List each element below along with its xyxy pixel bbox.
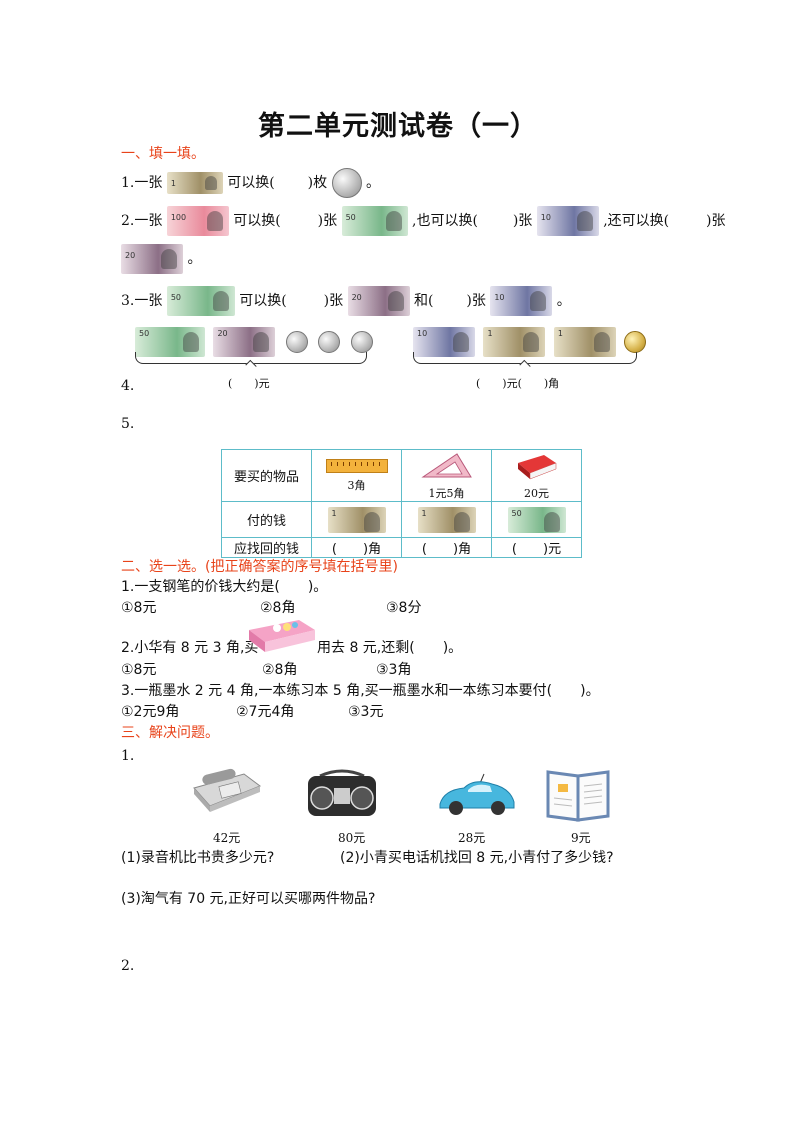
twenty-yuan-note-icon: 20 <box>347 286 410 316</box>
question-2-2-a: 2.小华有 8 元 3 角,买 <box>121 640 259 656</box>
ten-yuan-note-icon: 10 <box>490 286 553 316</box>
price-telephone: 42元 <box>213 831 241 845</box>
open-book-icon <box>544 766 612 828</box>
option-2-3-a[interactable]: ①2元9角 <box>121 704 180 720</box>
twenty-yuan-note-icon: 20 <box>121 244 183 274</box>
change-triangle[interactable]: ( )角 <box>401 537 492 558</box>
price-car: 28元 <box>458 831 486 845</box>
option-2-3-b[interactable]: ②7元4角 <box>236 704 295 720</box>
question-3-2-num: 2. <box>121 958 135 974</box>
question-1-2: 2.一张 100 可以换( )张 50 ,也可以换( )张 10 ,还可以换( … <box>121 206 726 236</box>
question-2-2-b: 用去 8 元,还剩( )。 <box>317 640 463 656</box>
option-2-2-b[interactable]: ②8角 <box>262 662 298 678</box>
subquestion-2: (2)小青买电话机找回 8 元,小青付了多少钱? <box>340 850 614 866</box>
subquestion-3: (3)淘气有 70 元,正好可以买哪两件物品? <box>121 891 376 907</box>
pencil-case-icon <box>247 616 317 656</box>
option-2-1-a[interactable]: ①8元 <box>121 600 157 616</box>
paid-book: 50 <box>491 501 582 538</box>
toy-car-icon <box>434 770 520 822</box>
one-yuan-note-icon: 1 <box>417 506 476 533</box>
row-header-change: 应找回的钱 <box>221 537 312 558</box>
coin-icon <box>318 331 341 353</box>
price-book: 9元 <box>571 831 591 845</box>
telephone-icon <box>188 766 264 820</box>
question-1-5-num: 5. <box>121 416 135 432</box>
q4-right-answer[interactable]: ( )元( )角 <box>476 377 560 390</box>
section-2-heading: 二、选一选。(把正确答案的序号填在括号里) <box>121 559 398 575</box>
question-2-1: 1.一支钢笔的价钱大约是( )。 <box>121 579 328 595</box>
shopping-table: 要买的物品 3角 1元5角 20元 付的钱 1 1 50 <box>221 449 582 558</box>
paid-ruler: 1 <box>311 501 402 538</box>
item-book: 20元 <box>491 449 582 502</box>
cassette-recorder-icon <box>306 766 378 824</box>
item-price: 20元 <box>524 486 549 500</box>
option-2-2-c[interactable]: ③3角 <box>376 662 412 678</box>
subquestion-1: (1)录音机比书贵多少元? <box>121 850 275 866</box>
row-header-items: 要买的物品 <box>221 449 312 502</box>
change-book[interactable]: ( )元 <box>491 537 582 558</box>
q4-left-answer[interactable]: ( )元 <box>228 377 270 390</box>
option-2-1-b[interactable]: ②8角 <box>260 600 296 616</box>
coin-icon <box>350 331 373 353</box>
ten-yuan-note-icon: 10 <box>536 206 599 236</box>
question-2-3: 3.一瓶墨水 2 元 4 角,一本练习本 5 角,买一瓶墨水和一本练习本要付( … <box>121 683 600 699</box>
book-icon <box>517 454 556 479</box>
option-2-3-c[interactable]: ③3元 <box>348 704 384 720</box>
item-price: 1元5角 <box>428 486 465 500</box>
question-1-2-cont: 20 。 <box>121 244 201 274</box>
triangle-ruler-icon <box>420 452 472 477</box>
question-1-1: 1.一张 1 可以换( )枚 。 <box>121 168 380 198</box>
right-brace <box>413 352 637 364</box>
fifty-yuan-note-icon: 50 <box>507 506 566 533</box>
question-3-1-num: 1. <box>121 748 135 764</box>
ruler-icon <box>325 458 388 473</box>
price-recorder: 80元 <box>338 831 366 845</box>
fifty-yuan-note-icon: 50 <box>341 206 408 236</box>
item-price: 3角 <box>347 478 366 492</box>
question-1-4-num: 4. <box>121 378 135 394</box>
hundred-yuan-note-icon: 100 <box>166 206 229 236</box>
page-title: 第二单元测试卷（一） <box>258 111 538 142</box>
option-2-1-c[interactable]: ③8分 <box>386 600 422 616</box>
fifty-yuan-note-icon: 50 <box>166 286 235 316</box>
coin-icon <box>331 168 362 198</box>
gold-coin-icon <box>624 331 647 353</box>
left-brace <box>135 352 367 364</box>
change-ruler[interactable]: ( )角 <box>311 537 402 558</box>
question-1-3: 3.一张 50 可以换( )张 20 和( )张 10 。 <box>121 286 571 316</box>
one-yuan-note-icon: 1 <box>166 172 223 194</box>
paid-triangle: 1 <box>401 501 492 538</box>
one-yuan-note-icon: 1 <box>327 506 386 533</box>
option-2-2-a[interactable]: ①8元 <box>121 662 157 678</box>
row-header-paid: 付的钱 <box>221 501 312 538</box>
section-1-heading: 一、填一填。 <box>121 146 205 162</box>
coin-icon <box>285 331 308 353</box>
section-3-heading: 三、解决问题。 <box>121 725 219 741</box>
item-ruler: 3角 <box>311 449 402 502</box>
item-triangle: 1元5角 <box>401 449 492 502</box>
